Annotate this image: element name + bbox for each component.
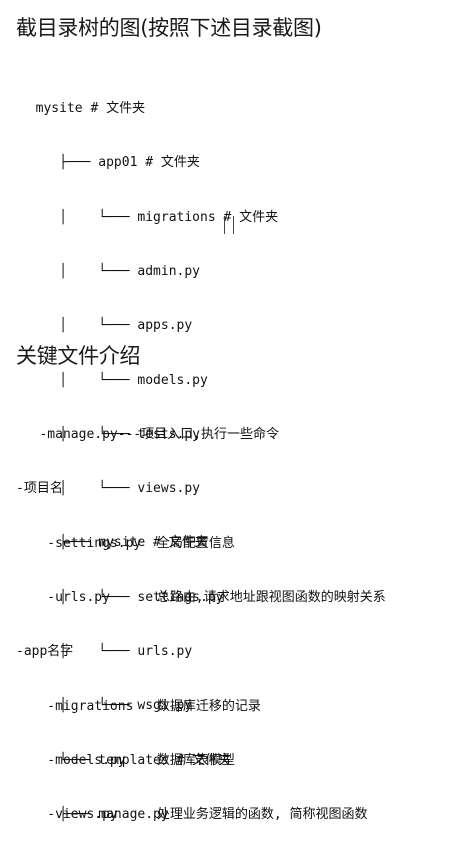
tree-line-app01: ├─── app01 # 文件夹 [20,155,200,171]
desc-line-app: -app名字 [16,644,74,660]
tree-line-admin: │ └─── admin.py [20,264,201,280]
desc-line-project: -项目名 [16,481,63,497]
desc-line-urls: -urls.py 总路由,请求地址跟视图函数的映射关系 [16,590,386,606]
tree-line-tests: │ └─── tests.py [20,426,201,442]
desc-line-manage: -manage.py---项目入口,执行一些命令 [16,427,280,443]
desc-line-settings: -settings.py 全局配置信息 [16,535,235,551]
desc-line-models: -models.py 数据库表模型 [16,752,235,768]
desc-line-views: -views.py 处理业务逻辑的函数, 简称视图函数 [16,807,368,823]
file-descriptions: -manage.py---项目入口,执行一些命令 -项目名 -settings.… [16,390,386,842]
desc-line-migrations: -migrations 数据库迁移的记录 [16,698,261,714]
tree-line-mysite: ├─── mysite # 文件夹 [20,535,208,551]
tree-line-migrations: │ └─── migrations # 文件夹 [20,209,279,225]
tree-line-root: mysite # 文件夹 [20,101,146,117]
text-cursor-icon [224,216,234,234]
tree-line-views: │ └─── views.py [20,481,201,497]
tree-section-title: 截目录树的图(按照下述目录截图) [16,16,322,40]
tree-line-models: │ └─── models.py [20,372,208,388]
tree-line-apps: │ └─── apps.py [20,318,193,334]
files-section-title: 关键文件介绍 [16,344,141,368]
